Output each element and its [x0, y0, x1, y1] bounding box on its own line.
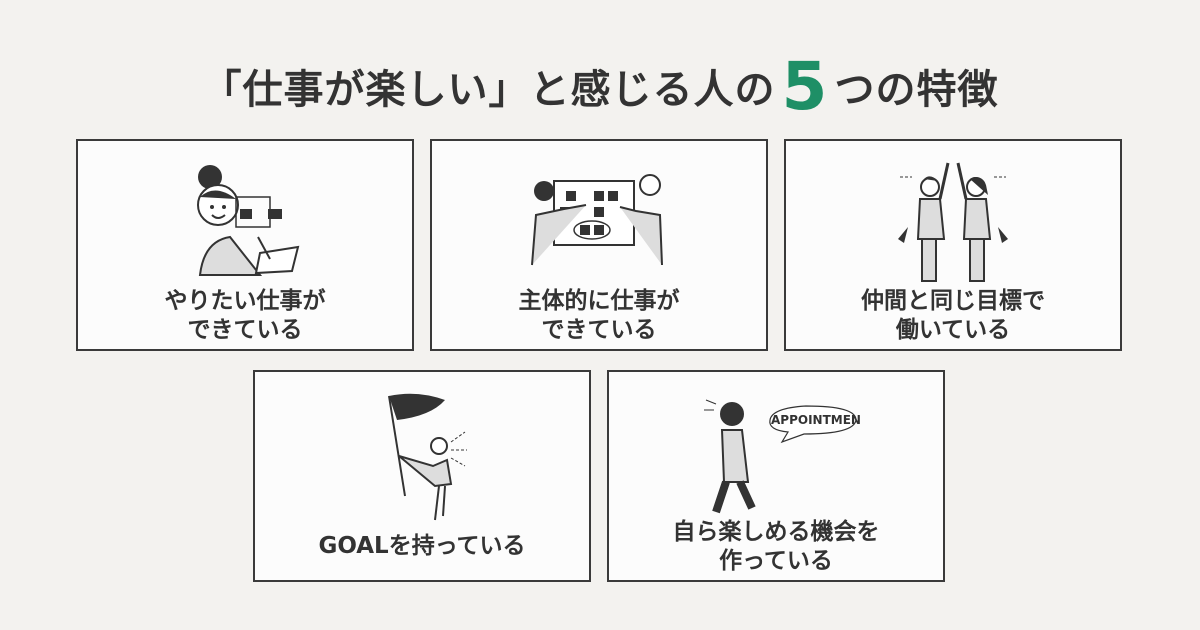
card-label: 自ら楽しめる機会を作っている [672, 519, 880, 574]
feature-card-5: APPOINTMEN 自ら楽しめる機会を作っている [607, 370, 945, 582]
person-walking-phone-icon: APPOINTMEN [609, 386, 943, 516]
title-suffix: つの特徴 [834, 67, 999, 113]
team-whiteboard-icon [432, 155, 766, 285]
person-with-flag-icon [255, 386, 589, 521]
woman-drawing-plan-icon [78, 155, 412, 285]
card-label: 主体的に仕事ができている [518, 288, 680, 343]
feature-card-3: 仲間と同じ目標で働いている [784, 139, 1122, 351]
feature-card-1: やりたい仕事ができている [76, 139, 414, 351]
title-prefix: 「仕事が楽しい」と感じる人の [201, 67, 776, 113]
title-number: 5 [781, 48, 829, 125]
card-label: GOALを持っている [318, 533, 526, 559]
card-label: 仲間と同じ目標で働いている [861, 288, 1045, 343]
feature-card-4: GOALを持っている [253, 370, 591, 582]
speech-bubble-text: APPOINTMEN [771, 413, 861, 427]
feature-card-2: 主体的に仕事ができている [430, 139, 768, 351]
colleagues-cheering-icon [786, 155, 1120, 285]
card-label: やりたい仕事ができている [164, 288, 326, 343]
